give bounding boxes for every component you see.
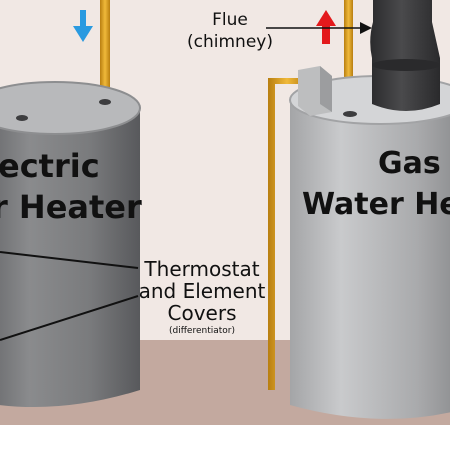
electric-tank-top <box>0 82 140 134</box>
electric-title-line1: ectric <box>0 147 100 185</box>
flue-chimney <box>370 0 440 111</box>
gas-title-line1: Gas <box>378 146 441 181</box>
thermostat-label-line3: Covers <box>168 301 237 325</box>
flue-pointer-head <box>360 22 372 34</box>
thermostat-leader-2 <box>0 295 139 341</box>
arrow-up-icon <box>316 10 336 44</box>
gas-supply-pipe <box>268 78 306 390</box>
electric-tank-top-rim <box>0 81 141 135</box>
electric-pipe-fitting <box>99 99 111 105</box>
gas-heater: Gas Water Hea <box>268 0 450 419</box>
thermostat-label-line1: Thermostat <box>143 257 259 281</box>
flue-label-line2: (chimney) <box>187 32 273 52</box>
thermostat-label-note: (differentiator) <box>169 326 235 336</box>
thermostat-label-line2: and Element <box>139 279 266 303</box>
electric-tank-body <box>0 108 140 407</box>
thermostat-leader-1 <box>0 251 139 269</box>
electric-heater: ectric r Heater <box>0 0 142 407</box>
gas-hot-fitting <box>343 111 357 117</box>
gas-title-line2: Water Hea <box>302 187 450 222</box>
flue-label-line1: Flue <box>212 10 248 30</box>
gas-hot-pipe <box>344 0 353 90</box>
electric-title-line2: r Heater <box>0 188 142 226</box>
arrow-down-icon <box>73 10 93 42</box>
white-margin <box>0 425 450 472</box>
gas-tank-body <box>290 100 450 419</box>
electric-pipe <box>100 0 110 108</box>
electric-cold-fitting <box>16 115 28 121</box>
